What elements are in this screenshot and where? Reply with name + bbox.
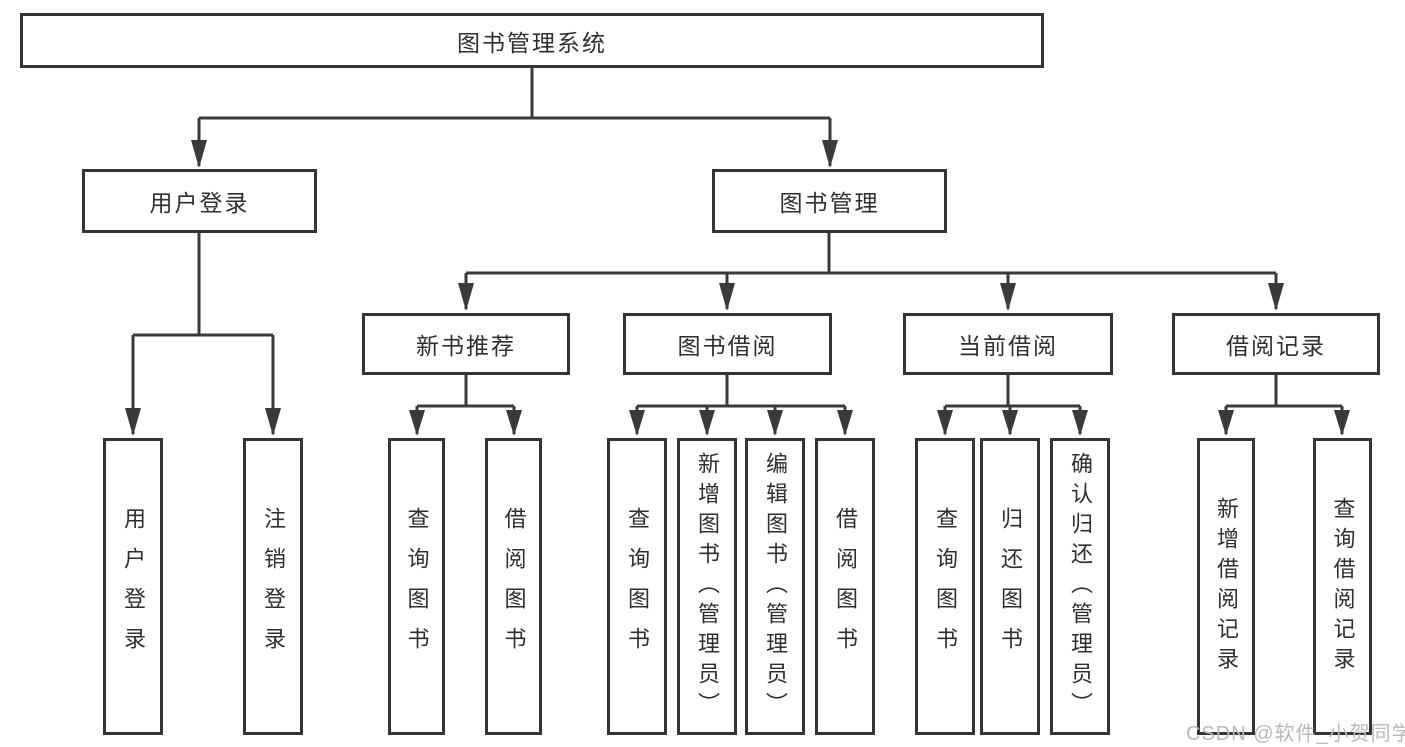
node-newbook-recommend: 新书推荐: [362, 313, 570, 375]
leaf-borrow-borrow-books: 借阅图书: [815, 438, 875, 735]
node-borrow-records: 借阅记录: [1172, 313, 1380, 375]
node-borrow-records-label: 借阅记录: [1226, 333, 1326, 359]
edges-borrow-branch: [629, 375, 853, 436]
leaf-current-return-books: 归还图书: [980, 438, 1040, 735]
leaf-logout: 注销登录: [243, 438, 303, 735]
leaf-user-login-label: 用户登录: [121, 506, 146, 667]
leaf-current-confirm-return-admin-label: 确认归还（管理员）: [1068, 451, 1093, 722]
leaf-borrow-query-books: 查询图书: [607, 438, 667, 735]
edges-records-branch: [1218, 375, 1350, 436]
edges-current-branch: [937, 375, 1088, 436]
leaf-borrow-query-books-label: 查询图书: [625, 506, 650, 667]
leaf-borrow-add-books-admin: 新增图书（管理员）: [677, 438, 737, 735]
leaf-newbook-borrow-books-label: 借阅图书: [501, 506, 527, 667]
leaf-current-query-books-label: 查询图书: [933, 506, 958, 667]
leaf-records-query-record: 查询借阅记录: [1313, 438, 1372, 735]
node-current-borrow-label: 当前借阅: [958, 333, 1058, 359]
leaf-current-query-books: 查询图书: [915, 438, 975, 735]
node-book-management: 图书管理: [712, 169, 947, 233]
node-root: 图书管理系统: [20, 13, 1044, 68]
edges-newbook-branch: [409, 375, 522, 436]
leaf-newbook-borrow-books: 借阅图书: [485, 438, 542, 735]
csdn-watermark: CSDN @软件_小贺同学: [1186, 723, 1405, 745]
edges-book-management-branch: [458, 233, 1284, 311]
leaf-current-return-books-label: 归还图书: [998, 506, 1023, 667]
edges-root: [191, 68, 838, 168]
leaf-borrow-edit-books-admin: 编辑图书（管理员）: [745, 438, 805, 735]
leaf-newbook-query-books-label: 查询图书: [404, 506, 430, 667]
node-book-management-label: 图书管理: [779, 190, 880, 216]
edges-user-login-branch: [125, 233, 281, 436]
leaf-newbook-query-books: 查询图书: [388, 438, 445, 735]
node-user-login-label: 用户登录: [149, 190, 250, 216]
node-current-borrow: 当前借阅: [903, 313, 1113, 375]
leaf-logout-label: 注销登录: [261, 506, 286, 667]
leaf-records-add-record-label: 新增借阅记录: [1214, 496, 1239, 677]
leaf-borrow-borrow-books-label: 借阅图书: [833, 506, 858, 667]
node-book-borrow-label: 图书借阅: [677, 333, 778, 359]
leaf-current-confirm-return-admin: 确认归还（管理员）: [1050, 438, 1110, 735]
leaf-user-login: 用户登录: [103, 438, 163, 735]
node-user-login: 用户登录: [82, 169, 317, 233]
leaf-borrow-edit-books-admin-label: 编辑图书（管理员）: [763, 451, 788, 722]
node-newbook-recommend-label: 新书推荐: [416, 333, 516, 359]
leaf-borrow-add-books-admin-label: 新增图书（管理员）: [695, 451, 720, 722]
node-root-label: 图书管理系统: [457, 29, 607, 56]
node-book-borrow: 图书借阅: [623, 313, 832, 375]
leaf-records-query-record-label: 查询借阅记录: [1330, 496, 1356, 677]
leaf-records-add-record: 新增借阅记录: [1197, 438, 1255, 735]
